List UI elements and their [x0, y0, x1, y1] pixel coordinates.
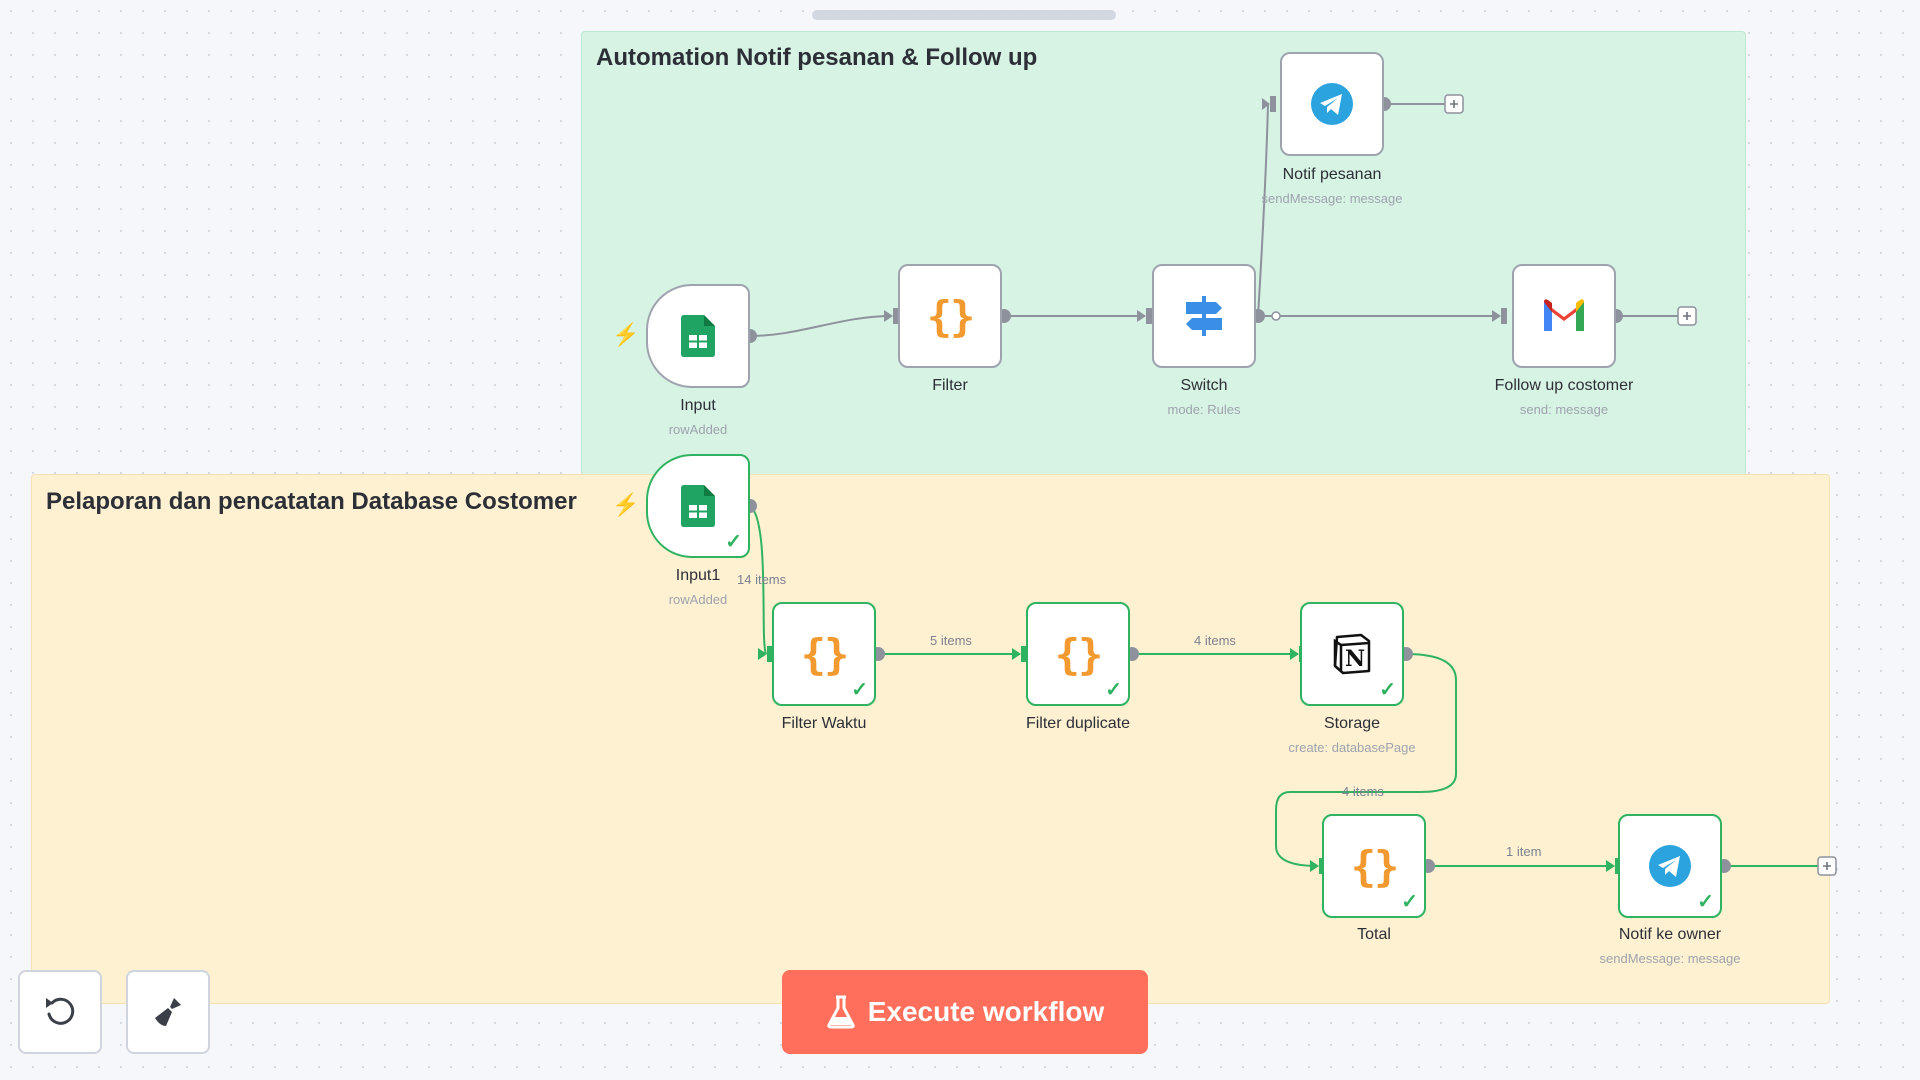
edge-label-14-items: 14 items [737, 572, 787, 587]
node-follow-up-sub: send: message [1519, 402, 1609, 417]
node-filter-waktu[interactable]: {} ✓ [772, 602, 876, 706]
node-filter[interactable]: {} [898, 264, 1002, 368]
node-filter-duplicate-label: Filter duplicate [1025, 715, 1131, 732]
edge-label-4-items-b: 4 items [1342, 784, 1384, 799]
edge-storage-total[interactable] [1275, 653, 1457, 867]
node-input1-sub: rowAdded [668, 592, 728, 607]
node-storage-sub: create: databasePage [1288, 740, 1416, 755]
edge-label-1-item-a: 1 item [1506, 844, 1541, 859]
arrow-notif [1262, 98, 1270, 110]
arrow-followup [1492, 310, 1501, 322]
sticky-title-pelaporan: Pelaporan dan pencatatan Database Costom… [46, 488, 577, 515]
node-filter-waktu-label: Filter Waktu [781, 715, 867, 732]
svg-text:N: N [1345, 646, 1365, 672]
edge-input-filter[interactable] [749, 315, 893, 337]
sticky-note-automation[interactable]: Automation Notif pesanan & Follow up [581, 31, 1746, 476]
edge-label-4-items-a: 4 items [1194, 633, 1236, 648]
node-input-label: Input [680, 397, 716, 414]
code-braces-icon: {} [800, 629, 850, 679]
switch-signpost-icon [1186, 296, 1222, 336]
arrow-switch [1137, 310, 1146, 322]
arrow-dup [1012, 648, 1021, 660]
node-storage-label: Storage [1323, 715, 1381, 732]
arrow-storage [1290, 648, 1299, 660]
trigger-bolt-icon-2: ⚡ [612, 492, 640, 517]
telegram-icon [1311, 83, 1353, 125]
add-node-notif-button[interactable] [1444, 94, 1464, 114]
sticky-title-automation: Automation Notif pesanan & Follow up [596, 44, 1038, 71]
handle-in-dup[interactable] [1021, 646, 1027, 662]
google-sheets-icon [681, 315, 715, 357]
broom-icon [155, 998, 181, 1026]
reset-zoom-button[interactable] [18, 970, 102, 1054]
handle-in-filterwaktu[interactable] [767, 646, 773, 662]
canvas-scroll-handle[interactable] [812, 10, 1116, 20]
node-input1-label: Input1 [675, 567, 721, 584]
node-switch-sub: mode: Rules [1167, 402, 1241, 417]
success-check-icon: ✓ [851, 679, 868, 701]
telegram-icon [1649, 845, 1691, 887]
gmail-icon [1544, 299, 1584, 331]
node-input-sub: rowAdded [668, 422, 728, 437]
add-node-followup-button[interactable] [1677, 306, 1697, 326]
success-check-icon: ✓ [725, 531, 742, 553]
clear-execution-button[interactable] [126, 970, 210, 1054]
execute-workflow-label: Execute workflow [867, 996, 1105, 1027]
node-switch-label: Switch [1180, 377, 1228, 394]
edge-input1-filterwaktu[interactable] [749, 505, 767, 655]
node-total-label: Total [1357, 926, 1391, 943]
edge-label-5-items: 5 items [930, 633, 972, 648]
node-notif-pesanan-sub: sendMessage: message [1261, 191, 1403, 206]
flask-icon [827, 995, 855, 1029]
arrow-filterwaktu [758, 648, 767, 660]
node-input[interactable] [646, 284, 750, 388]
success-check-icon: ✓ [1697, 891, 1714, 913]
add-node-notifowner-button[interactable] [1817, 856, 1837, 876]
node-follow-up-label: Follow up costomer [1494, 377, 1634, 394]
handle-in-notif[interactable] [1270, 96, 1276, 112]
success-check-icon: ✓ [1401, 891, 1418, 913]
execute-workflow-button[interactable]: Execute workflow [782, 970, 1148, 1054]
node-switch[interactable] [1152, 264, 1256, 368]
node-notif-pesanan[interactable] [1280, 52, 1384, 156]
sticky-note-pelaporan[interactable]: Pelaporan dan pencatatan Database Costom… [31, 474, 1830, 1004]
node-filter-duplicate[interactable]: {} ✓ [1026, 602, 1130, 706]
google-sheets-icon [681, 485, 715, 527]
handle-in-followup[interactable] [1501, 308, 1507, 324]
notion-icon: N [1333, 633, 1371, 675]
success-check-icon: ✓ [1105, 679, 1122, 701]
trigger-bolt-icon: ⚡ [612, 322, 640, 347]
node-total[interactable]: {} ✓ [1322, 814, 1426, 918]
edge-switch-notif[interactable] [1257, 103, 1269, 317]
node-notif-owner[interactable]: ✓ [1618, 814, 1722, 918]
code-braces-icon: {} [926, 291, 976, 341]
handle-out-switch-fallback[interactable] [1271, 311, 1281, 321]
code-braces-icon: {} [1350, 841, 1400, 891]
node-filter-label: Filter [932, 377, 968, 394]
node-follow-up[interactable] [1512, 264, 1616, 368]
node-storage[interactable]: N ✓ [1300, 602, 1404, 706]
code-braces-icon: {} [1054, 629, 1104, 679]
node-notif-pesanan-label: Notif pesanan [1282, 166, 1382, 183]
handle-in-filter[interactable] [893, 308, 899, 324]
arrow-notifowner [1606, 860, 1615, 872]
node-notif-owner-label: Notif ke owner [1618, 926, 1722, 943]
undo-icon [46, 997, 75, 1025]
node-input1[interactable]: ✓ [646, 454, 750, 558]
node-notif-owner-sub: sendMessage: message [1599, 951, 1741, 966]
arrow-filter [884, 310, 893, 322]
arrow-total [1310, 860, 1319, 872]
success-check-icon: ✓ [1379, 679, 1396, 701]
handle-in-switch[interactable] [1146, 308, 1152, 324]
